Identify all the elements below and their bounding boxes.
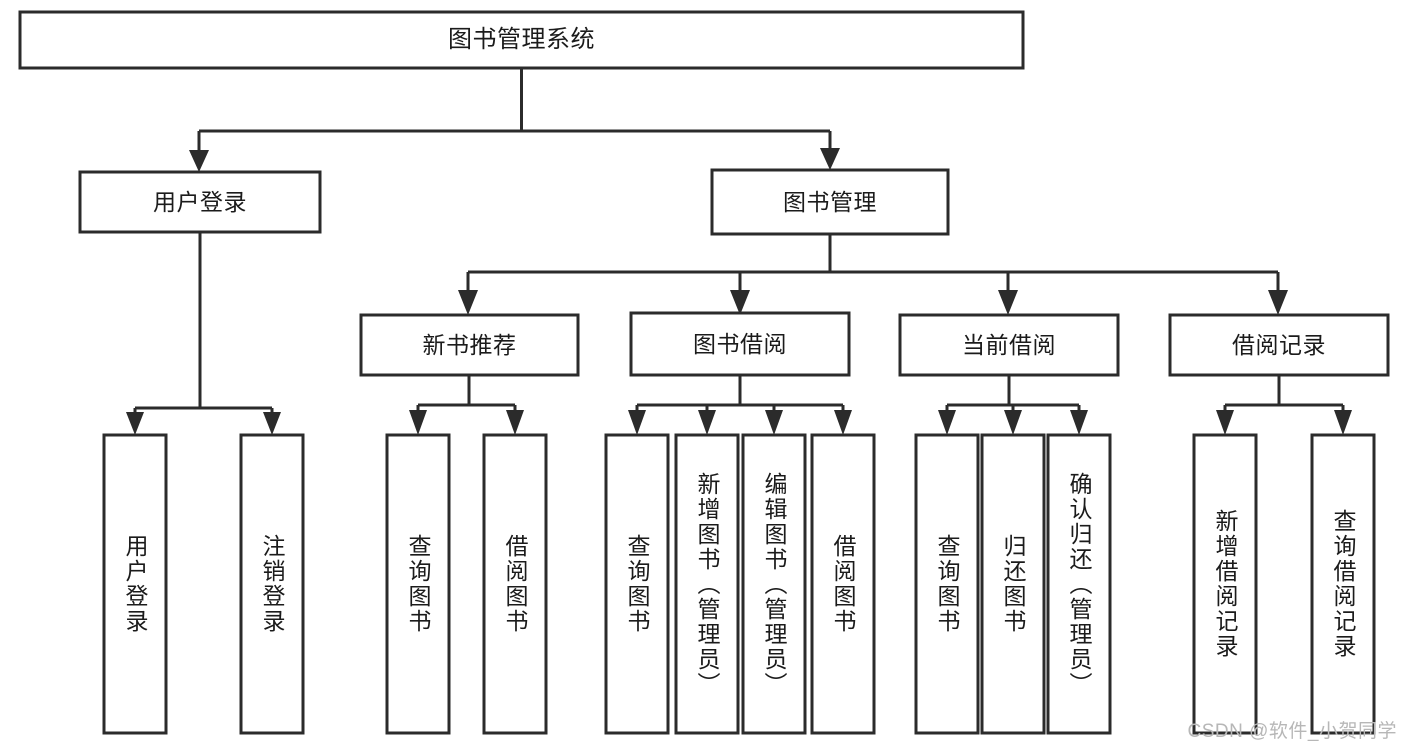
node-box-current-borrow[interactable]	[898, 313, 1120, 377]
node-box-user-login[interactable]	[78, 170, 322, 234]
arrowhead-book-manage	[820, 148, 840, 170]
arrowhead-leaf-query-book-1	[409, 410, 427, 435]
node-box-leaf-edit-book[interactable]	[741, 433, 807, 735]
arrowhead-leaf-return-book	[1004, 410, 1022, 435]
arrowhead-leaf-borrow-book-2	[834, 410, 852, 435]
arrowhead-leaf-query-book-2	[628, 410, 646, 435]
arrowhead-leaf-user-login	[126, 412, 144, 435]
node-box-leaf-add-record[interactable]	[1192, 433, 1258, 735]
arrowhead-leaf-edit-book	[765, 410, 783, 435]
node-box-leaf-query-book-1[interactable]	[385, 433, 451, 735]
node-box-leaf-query-book-3[interactable]	[914, 433, 980, 735]
node-box-leaf-return-book[interactable]	[980, 433, 1046, 735]
arrowhead-leaf-confirm-return	[1070, 410, 1088, 435]
node-box-borrow-record[interactable]	[1168, 313, 1390, 377]
node-box-root[interactable]	[18, 10, 1025, 70]
arrowhead-user-login	[189, 150, 209, 172]
node-box-leaf-logout[interactable]	[239, 433, 305, 735]
arrowhead-leaf-add-record	[1216, 410, 1234, 435]
arrowhead-leaf-query-record	[1334, 410, 1352, 435]
node-box-leaf-query-record[interactable]	[1310, 433, 1376, 735]
arrowhead-borrow-record	[1268, 290, 1288, 315]
node-box-leaf-query-book-2[interactable]	[604, 433, 670, 735]
node-box-book-borrow[interactable]	[629, 311, 851, 377]
node-box-leaf-user-login[interactable]	[102, 433, 168, 735]
node-box-new-book-recommend[interactable]	[359, 313, 580, 377]
arrowhead-book-borrow	[730, 290, 750, 315]
node-box-leaf-borrow-book-2[interactable]	[810, 433, 876, 735]
node-box-leaf-add-book[interactable]	[674, 433, 740, 735]
watermark-text: CSDN @软件_小贺同学	[1187, 721, 1397, 742]
arrowhead-leaf-query-book-3	[938, 410, 956, 435]
node-box-leaf-borrow-book-1[interactable]	[482, 433, 548, 735]
arrowhead-new-book-rec	[458, 290, 478, 315]
arrowhead-leaf-add-book	[698, 410, 716, 435]
node-box-book-management[interactable]	[710, 168, 950, 236]
node-box-leaf-confirm-return[interactable]	[1046, 433, 1112, 735]
arrowhead-current-borrow	[998, 290, 1018, 315]
arrowhead-leaf-logout	[263, 412, 281, 435]
arrowhead-leaf-borrow-book-1	[506, 410, 524, 435]
